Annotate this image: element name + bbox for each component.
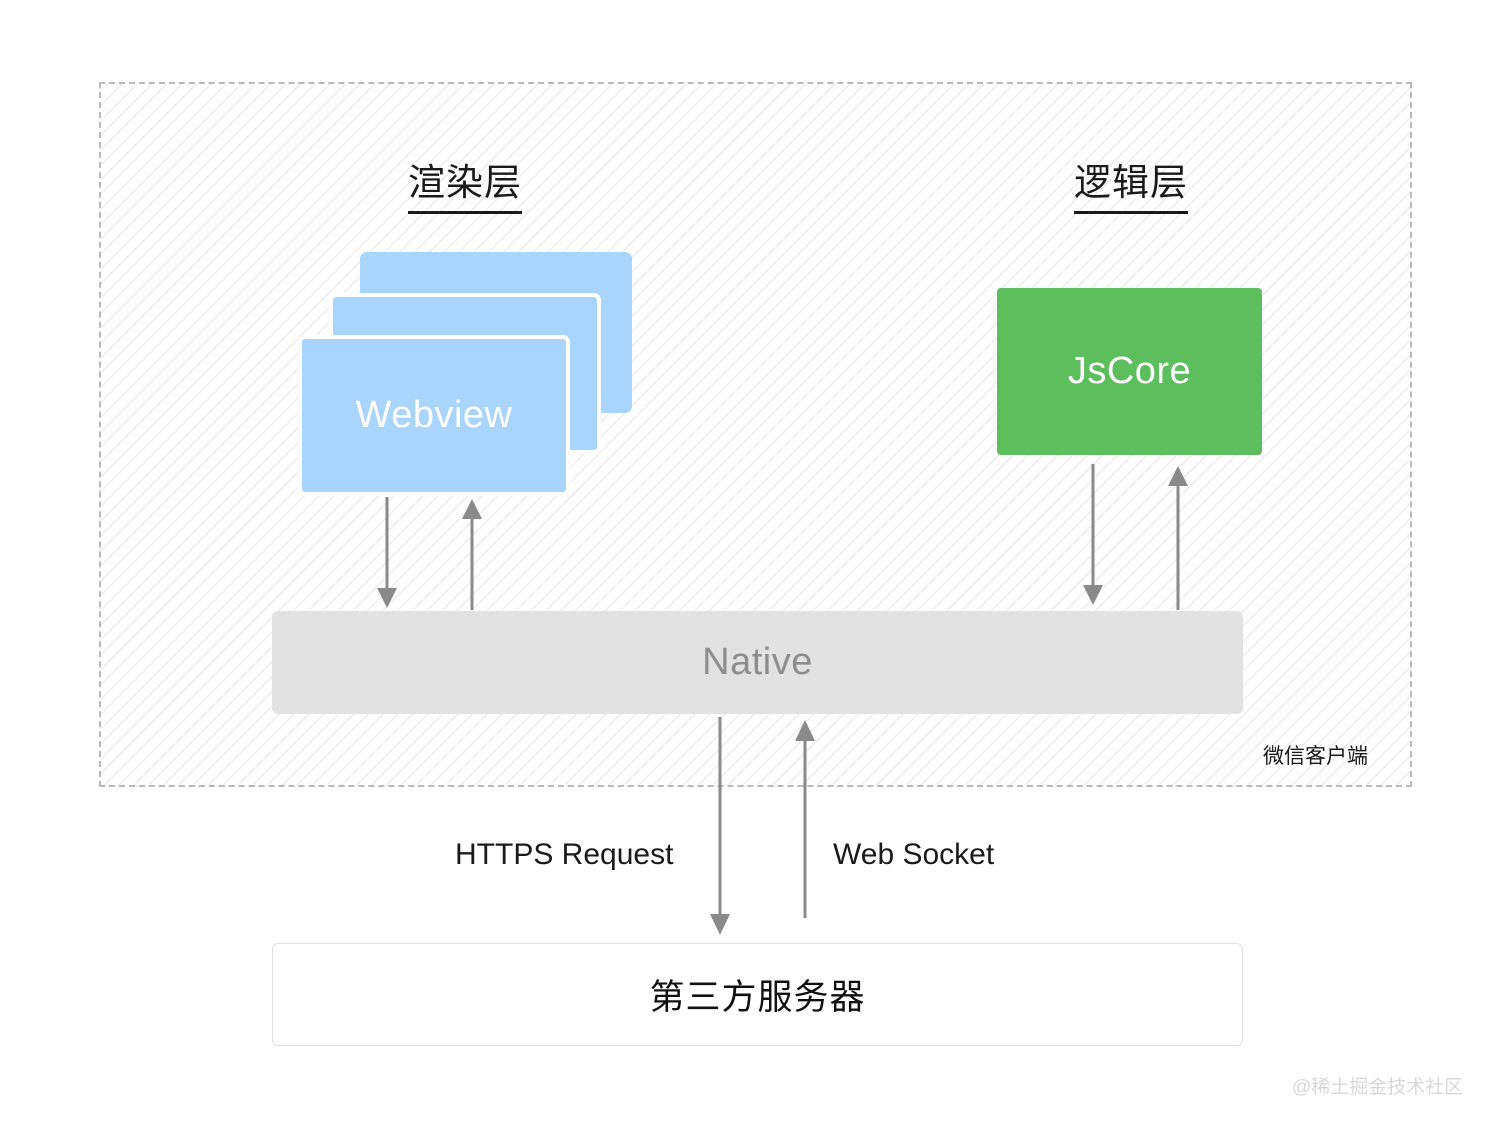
third-party-server-label: 第三方服务器 [649, 978, 866, 1017]
webview-card-front[interactable]: Webview [298, 335, 570, 496]
column-title-logic-layer: 逻辑层 [1074, 152, 1188, 214]
arrow-native-to-webview [462, 499, 482, 610]
arrow-webview-to-native [377, 497, 397, 608]
third-party-server-box[interactable]: 第三方服务器 [272, 943, 1243, 1046]
watermark: @稀土掘金技术社区 [1292, 1077, 1464, 1098]
native-label: Native [702, 641, 813, 683]
webview-label: Webview [355, 394, 513, 436]
jscore-label: JsCore [1067, 350, 1192, 392]
connector-label-https-request: HTTPS Request [455, 838, 674, 871]
native-bar[interactable]: Native [272, 611, 1243, 714]
arrow-jscore-to-native [1083, 464, 1103, 605]
column-title-render-layer: 渲染层 [408, 152, 522, 214]
arrow-server-to-native [795, 720, 815, 918]
jscore-box[interactable]: JsCore [997, 288, 1262, 455]
connector-label-web-socket: Web Socket [833, 838, 995, 871]
arrow-native-to-jscore [1168, 466, 1188, 610]
arrow-native-to-server [710, 717, 730, 935]
wechat-client-caption: 微信客户端 [1263, 745, 1368, 768]
